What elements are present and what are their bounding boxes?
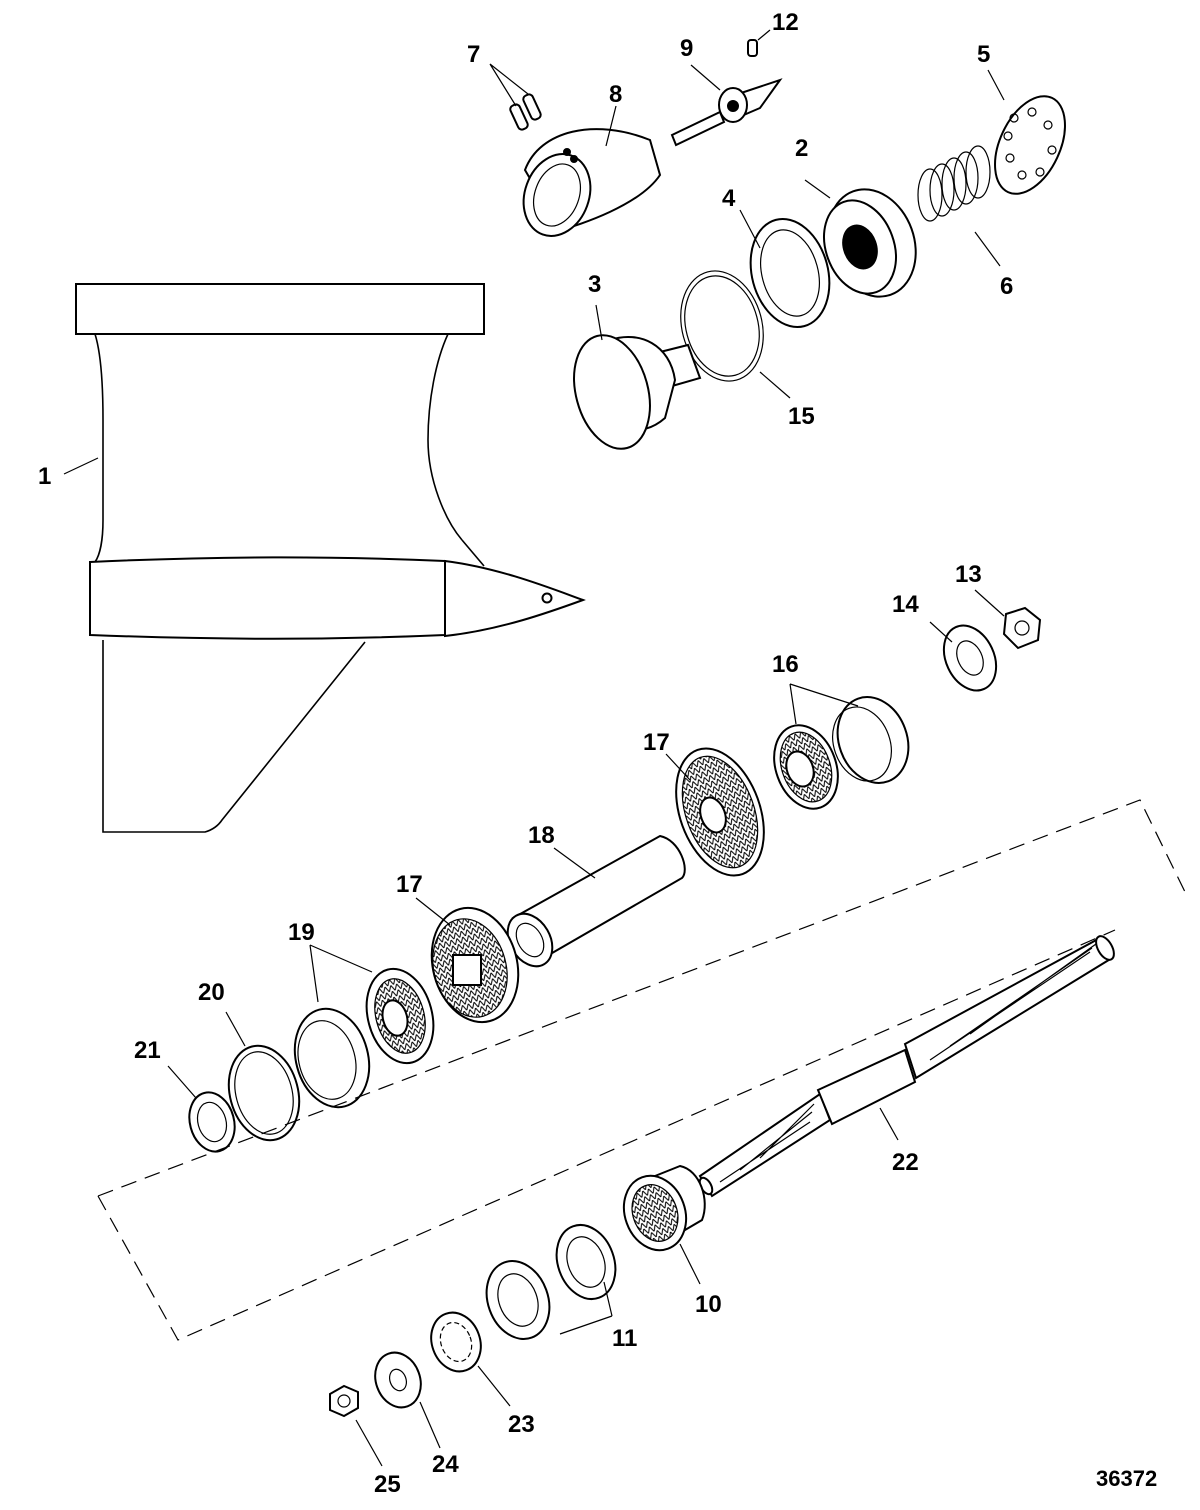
reverse-gear xyxy=(430,906,520,1024)
callout-9: 9 xyxy=(680,35,693,62)
seals xyxy=(485,1224,617,1340)
pinion-shaft xyxy=(670,39,783,147)
callout-25: 25 xyxy=(374,1471,401,1498)
callout-3: 3 xyxy=(588,271,601,298)
shim-rings xyxy=(680,217,831,382)
callout-17-lower: 17 xyxy=(396,871,423,898)
callout-19: 19 xyxy=(288,919,315,946)
bearing-cup xyxy=(823,188,917,298)
callout-22: 22 xyxy=(892,1149,919,1176)
callout-10: 10 xyxy=(695,1291,722,1318)
callout-4: 4 xyxy=(722,185,736,212)
washer-14 xyxy=(942,624,998,692)
cover-assembly xyxy=(509,93,662,237)
lower-bearing xyxy=(293,967,435,1109)
leader-lines xyxy=(63,29,1005,1467)
propeller-shaft xyxy=(698,935,1115,1198)
nut-upper xyxy=(1002,606,1042,650)
forward-gear xyxy=(675,747,765,877)
callout-1: 1 xyxy=(38,463,51,490)
callout-18: 18 xyxy=(528,822,555,849)
needle-bearing xyxy=(622,1164,706,1252)
tapered-bearing xyxy=(773,696,910,810)
ring-and-seal xyxy=(188,1044,301,1153)
piston xyxy=(573,334,702,450)
callout-16: 16 xyxy=(772,651,799,678)
spring xyxy=(917,145,991,222)
callout-23: 23 xyxy=(508,1411,535,1438)
callout-21: 21 xyxy=(134,1037,161,1064)
callout-7: 7 xyxy=(467,41,480,68)
pump-base-washer xyxy=(994,95,1066,195)
callout-2: 2 xyxy=(795,135,808,162)
callout-labels: 1 2 3 4 5 6 7 8 9 10 11 12 13 14 15 16 1… xyxy=(38,9,1157,1498)
assembly-bracket xyxy=(97,799,1189,1341)
callout-20: 20 xyxy=(198,979,225,1006)
callout-14: 14 xyxy=(892,591,919,618)
spacer-sleeve xyxy=(506,834,686,968)
figure-number: 36372 xyxy=(1096,1466,1157,1491)
callout-15: 15 xyxy=(788,403,815,430)
retaining-hardware xyxy=(329,1311,482,1418)
callout-6: 6 xyxy=(1000,273,1013,300)
callout-5: 5 xyxy=(977,41,990,68)
callout-11: 11 xyxy=(612,1325,637,1352)
callout-17-upper: 17 xyxy=(643,729,670,756)
callout-8: 8 xyxy=(609,81,622,108)
callout-13: 13 xyxy=(955,561,982,588)
callout-24: 24 xyxy=(432,1451,459,1478)
callout-12: 12 xyxy=(772,9,799,36)
gear-housing xyxy=(75,283,586,833)
